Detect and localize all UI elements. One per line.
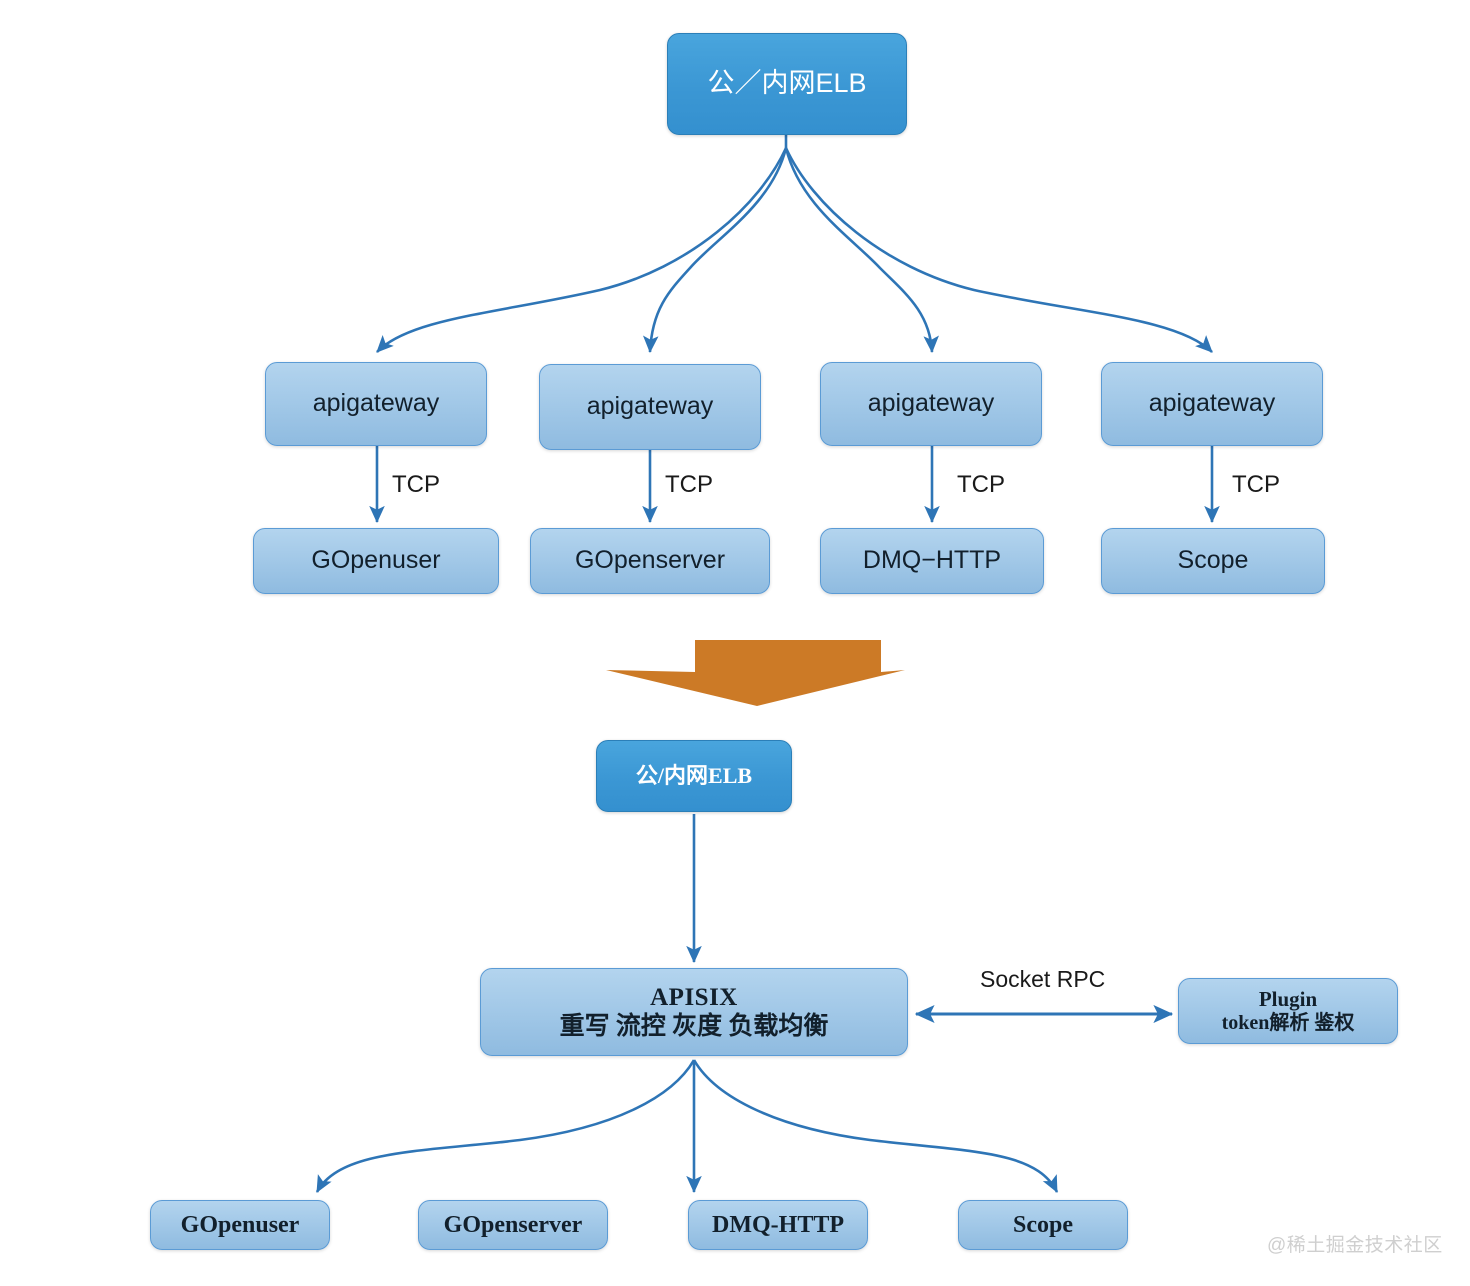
service-label-gopenserver-bottom: GOpenserver bbox=[443, 1211, 583, 1238]
bottom-elb-label: 公/内网ELB bbox=[635, 763, 753, 789]
service-box-gopenserver-top[interactable]: GOpenserver bbox=[530, 528, 770, 594]
tcp-label-1: TCP bbox=[392, 471, 440, 498]
service-box-dmq-http-bottom[interactable]: DMQ-HTTP bbox=[688, 1200, 868, 1250]
service-box-gopenuser-bottom[interactable]: GOpenuser bbox=[150, 1200, 330, 1250]
apigateway-label-3: apigateway bbox=[867, 389, 995, 418]
service-box-gopenserver-bottom[interactable]: GOpenserver bbox=[418, 1200, 608, 1250]
watermark: @稀土掘金技术社区 bbox=[1267, 1235, 1443, 1256]
apigateway-box-2[interactable]: apigateway bbox=[539, 364, 761, 450]
service-box-gopenuser-top[interactable]: GOpenuser bbox=[253, 528, 499, 594]
service-box-scope-top[interactable]: Scope bbox=[1101, 528, 1325, 594]
apigateway-box-3[interactable]: apigateway bbox=[820, 362, 1042, 446]
down-arrow-icon bbox=[606, 640, 905, 706]
bottom-elb-box[interactable]: 公/内网ELB bbox=[596, 740, 792, 812]
apisix-box[interactable]: APISIX 重写 流控 灰度 负载均衡 bbox=[480, 968, 908, 1056]
service-label-gopenuser-top: GOpenuser bbox=[311, 546, 441, 575]
plugin-features: token解析 鉴权 bbox=[1221, 1011, 1355, 1034]
service-label-scope-top: Scope bbox=[1177, 546, 1249, 575]
apigateway-label-1: apigateway bbox=[312, 389, 440, 418]
apigateway-box-1[interactable]: apigateway bbox=[265, 362, 487, 446]
service-label-scope-bottom: Scope bbox=[1013, 1211, 1073, 1238]
apigateway-box-4[interactable]: apigateway bbox=[1101, 362, 1323, 446]
top-elb-box[interactable]: 公／内网ELB bbox=[667, 33, 907, 135]
socket-rpc-label: Socket RPC bbox=[980, 966, 1106, 992]
apigateway-label-2: apigateway bbox=[586, 392, 714, 421]
service-box-scope-bottom[interactable]: Scope bbox=[958, 1200, 1128, 1250]
apisix-fanout-connectors bbox=[315, 1059, 1059, 1194]
top-elb-fanout-connectors bbox=[376, 134, 1213, 354]
service-label-gopenuser-bottom: GOpenuser bbox=[180, 1211, 300, 1238]
service-label-gopenserver-top: GOpenserver bbox=[574, 546, 726, 575]
plugin-title: Plugin bbox=[1258, 986, 1318, 1011]
tcp-connectors bbox=[369, 446, 1220, 524]
service-label-dmq-http-bottom: DMQ-HTTP bbox=[712, 1211, 844, 1238]
tcp-label-4: TCP bbox=[1232, 471, 1280, 498]
top-elb-label: 公／内网ELB bbox=[707, 68, 867, 99]
apisix-title: APISIX bbox=[650, 983, 738, 1011]
apigateway-label-4: apigateway bbox=[1148, 389, 1276, 418]
tcp-label-3: TCP bbox=[957, 471, 1005, 498]
service-label-dmq-http-top: DMQ−HTTP bbox=[862, 546, 1002, 575]
service-box-dmq-http-top[interactable]: DMQ−HTTP bbox=[820, 528, 1044, 594]
apisix-features: 重写 流控 灰度 负载均衡 bbox=[559, 1013, 829, 1040]
plugin-box[interactable]: Plugin token解析 鉴权 bbox=[1178, 978, 1398, 1044]
tcp-label-2: TCP bbox=[665, 471, 713, 498]
